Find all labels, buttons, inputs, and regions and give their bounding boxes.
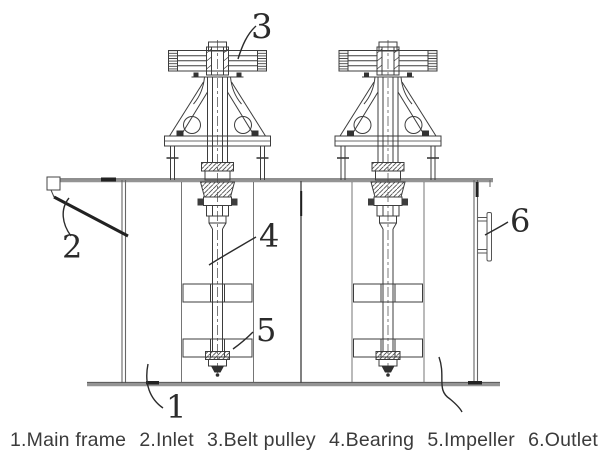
agitator-mechanism-right [334, 39, 442, 383]
agitator-mechanism-left [163, 39, 272, 383]
inlet-chute [46, 176, 129, 238]
callout-number-6: 6 [510, 202, 530, 240]
outlet-flange [477, 212, 492, 262]
caption-item-bearing: 4.Bearing [328, 429, 415, 451]
rim-weld-mark [101, 177, 116, 182]
tank-main-frame [60, 177, 500, 387]
leader-5 [232, 331, 254, 350]
leader-2 [62, 197, 72, 237]
callout-numbers: 3 4 5 2 6 1 [62, 7, 530, 424]
caption-item-outlet: 6.Outlet [528, 429, 598, 451]
leader-3 [237, 25, 257, 60]
callout-number-5: 5 [256, 311, 276, 349]
leader-6 [484, 221, 509, 236]
caption-item-impeller: 5.Impeller [427, 429, 515, 451]
technical-drawing: 3 4 5 2 6 1 [46, 7, 530, 424]
callout-number-3: 3 [251, 7, 273, 47]
caption-item-main-frame: 1.Main frame [10, 429, 127, 451]
callout-number-1: 1 [166, 388, 186, 424]
leader-right-cell [438, 356, 463, 413]
caption-item-belt-pulley: 3.Belt pulley [206, 429, 316, 451]
callout-number-4: 4 [259, 217, 279, 255]
parts-caption: 1.Main frame 2.Inlet 3.Belt pulley 4.Bea… [10, 429, 598, 452]
caption-item-inlet: 2.Inlet [139, 429, 194, 451]
leader-4 [208, 236, 257, 266]
callout-number-2: 2 [62, 228, 82, 266]
leader-1 [146, 363, 164, 409]
callout-leaders [62, 25, 509, 413]
